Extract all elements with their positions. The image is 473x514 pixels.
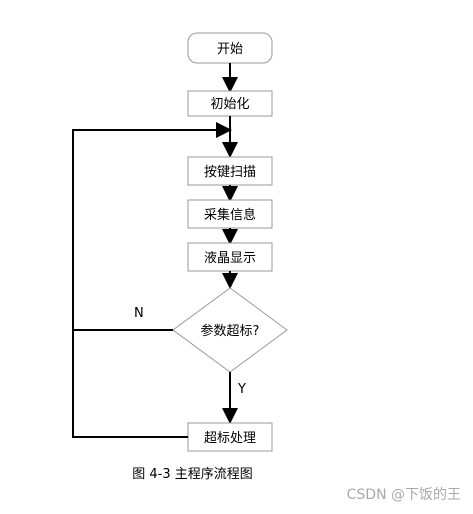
watermark: CSDN @下饭的王 (346, 487, 461, 503)
display-node: 液晶显示 (187, 242, 273, 272)
start-node: 开始 (187, 32, 273, 64)
edge-decision-loop (72, 122, 232, 331)
figure-caption: 图 4-3 主程序流程图 (132, 467, 253, 482)
decision-node: 参数超标? (172, 287, 288, 373)
collect-label: 采集信息 (204, 207, 256, 223)
start-label: 开始 (217, 42, 243, 57)
no-label: N (134, 306, 144, 321)
display-label: 液晶显示 (204, 251, 256, 266)
handle-node: 超标处理 (187, 422, 273, 452)
edge-handle-loop (72, 330, 188, 438)
handle-label: 超标处理 (204, 431, 256, 446)
scan-node: 按键扫描 (187, 156, 273, 186)
collect-node: 采集信息 (187, 199, 273, 229)
decision-label: 参数超标? (201, 323, 260, 339)
yes-label: Y (237, 382, 246, 397)
init-label: 初始化 (210, 97, 249, 112)
scan-label: 按键扫描 (204, 165, 256, 180)
init-node: 初始化 (187, 90, 273, 117)
